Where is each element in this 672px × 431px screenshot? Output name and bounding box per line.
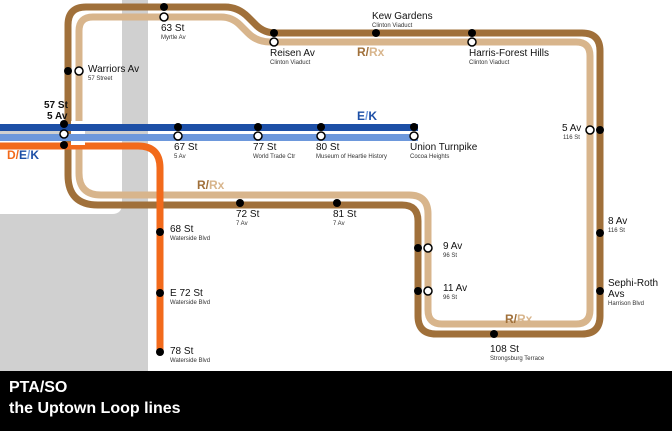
station-label-9av: 9 Av — [443, 241, 462, 252]
station-sub-72st: 7 Av — [236, 221, 248, 227]
station-dot-57st-a[interactable] — [60, 120, 68, 128]
station-dot-e72st[interactable] — [156, 289, 164, 297]
station-label-warriors: Warriors Av — [88, 64, 139, 75]
station-label-80st: 80 St — [316, 142, 340, 153]
station-sub-sephi: Harrison Blvd — [608, 301, 644, 307]
station-dot-80st-b[interactable] — [316, 131, 326, 141]
station-sub-68st: Waterside Blvd — [170, 236, 210, 242]
station-dot-9av-a[interactable] — [414, 244, 422, 252]
station-dot-77st-b[interactable] — [253, 131, 263, 141]
station-dot-union-b[interactable] — [409, 131, 419, 141]
station-label-11av: 11 Av — [443, 283, 467, 294]
station-label-67st: 67 St — [174, 142, 198, 153]
station-label-8av: 8 Av — [608, 216, 627, 227]
station-dot-union-a[interactable] — [410, 123, 418, 131]
station-sub-81st: 7 Av — [333, 221, 345, 227]
station-label-reisen: Reisen Av — [270, 48, 315, 59]
station-dot-78st[interactable] — [156, 348, 164, 356]
station-sub-reisen: Clinton Viaduct — [270, 60, 311, 66]
loop-route-label-mid: R/Rx — [197, 178, 225, 192]
orange-line — [0, 142, 164, 354]
station-dot-myrtle-a[interactable] — [160, 3, 168, 11]
station-sub-80st: Museum of Heartie History — [316, 154, 387, 160]
station-label-72st: 72 St — [236, 209, 260, 220]
station-dot-81st[interactable] — [333, 199, 341, 207]
station-dot-77st-a[interactable] — [254, 123, 262, 131]
loop-route-label-bottom: R/Rx — [505, 312, 533, 326]
map-subtitle: the Uptown Loop lines — [9, 400, 181, 417]
station-dot-harris-a[interactable] — [468, 29, 476, 37]
station-dot-67st-b[interactable] — [173, 131, 183, 141]
station-dot-57st-b[interactable] — [59, 129, 69, 139]
station-markers — [59, 3, 604, 356]
station-dot-kew[interactable] — [372, 29, 380, 37]
station-dot-5av-a[interactable] — [585, 125, 595, 135]
loop-line-outer — [64, 3, 604, 338]
station-label-77st: 77 St — [253, 142, 277, 153]
station-dot-8av[interactable] — [596, 229, 604, 237]
map-title: PTA/SO — [9, 379, 68, 396]
loop-line-inner — [75, 13, 594, 328]
station-label-57st-line2: 5 Av — [47, 111, 68, 122]
station-label-sephi-line2: Avs — [608, 289, 625, 300]
station-dot-11av-a[interactable] — [414, 287, 422, 295]
blue-line-light — [0, 134, 418, 141]
loop-route-label-top: R/Rx — [357, 45, 385, 59]
station-dot-11av-b[interactable] — [423, 286, 433, 296]
station-dot-9av-b[interactable] — [423, 243, 433, 253]
map-caption — [0, 371, 672, 431]
station-label-myrtle: 63 St — [161, 23, 185, 34]
station-sub-warriors: 57 Street — [88, 76, 113, 82]
station-label-68st: 68 St — [170, 224, 194, 235]
station-dot-sephi[interactable] — [596, 287, 604, 295]
station-dot-108st[interactable] — [490, 330, 498, 338]
station-sub-77st: World Trade Ctr — [253, 154, 295, 160]
station-label-81st: 81 St — [333, 209, 357, 220]
station-label-5av: 5 Av — [562, 123, 581, 134]
blue-line-dark-crossing — [60, 124, 90, 131]
station-dot-80st-a[interactable] — [317, 123, 325, 131]
station-sub-8av: 116 St — [608, 228, 625, 234]
station-sub-78st: Waterside Blvd — [170, 358, 210, 364]
station-label-78st: 78 St — [170, 346, 194, 357]
station-label-union: Union Turnpike — [410, 142, 478, 153]
station-sub-108st: Strongsburg Terrace — [490, 356, 545, 362]
station-dot-68st[interactable] — [156, 228, 164, 236]
station-dot-67st-a[interactable] — [174, 123, 182, 131]
station-sub-kew: Clinton Viaduct — [372, 23, 413, 29]
blue-line-light-crossing — [60, 134, 90, 141]
station-dot-warriors-b[interactable] — [74, 66, 84, 76]
station-label-e72st: E 72 St — [170, 288, 203, 299]
station-label-108st: 108 St — [490, 344, 519, 355]
station-dot-72st[interactable] — [236, 199, 244, 207]
station-sub-5av: 116 St — [563, 135, 580, 141]
station-dot-myrtle-b[interactable] — [159, 12, 169, 22]
station-label-harris: Harris-Forest Hills — [469, 48, 549, 59]
station-label-57st-line1: 57 St — [44, 100, 69, 111]
station-dot-reisen-b[interactable] — [269, 37, 279, 47]
blue-route-label: E/K — [357, 109, 377, 123]
station-dot-57st-c[interactable] — [60, 141, 68, 149]
station-dot-warriors-a[interactable] — [64, 67, 72, 75]
station-label-kew: Kew Gardens — [372, 11, 433, 22]
station-sub-11av: 96 St — [443, 295, 457, 301]
station-dot-harris-b[interactable] — [467, 37, 477, 47]
station-sub-e72st: Waterside Blvd — [170, 300, 210, 306]
gray-area-strip — [122, 0, 148, 125]
station-sub-67st: 5 Av — [174, 154, 186, 160]
west-route-label: D/E/K — [7, 148, 39, 162]
station-sub-harris: Clinton Viaduct — [469, 60, 510, 66]
blue-line-dark — [0, 124, 418, 131]
station-dot-reisen-a[interactable] — [270, 29, 278, 37]
station-sub-union: Cocoa Heights — [410, 154, 449, 160]
station-sub-myrtle: Myrtle Av — [161, 35, 186, 41]
station-sub-9av: 96 St — [443, 253, 457, 259]
station-dot-5av-b[interactable] — [596, 126, 604, 134]
station-label-sephi-line1: Sephi-Roth — [608, 278, 658, 289]
